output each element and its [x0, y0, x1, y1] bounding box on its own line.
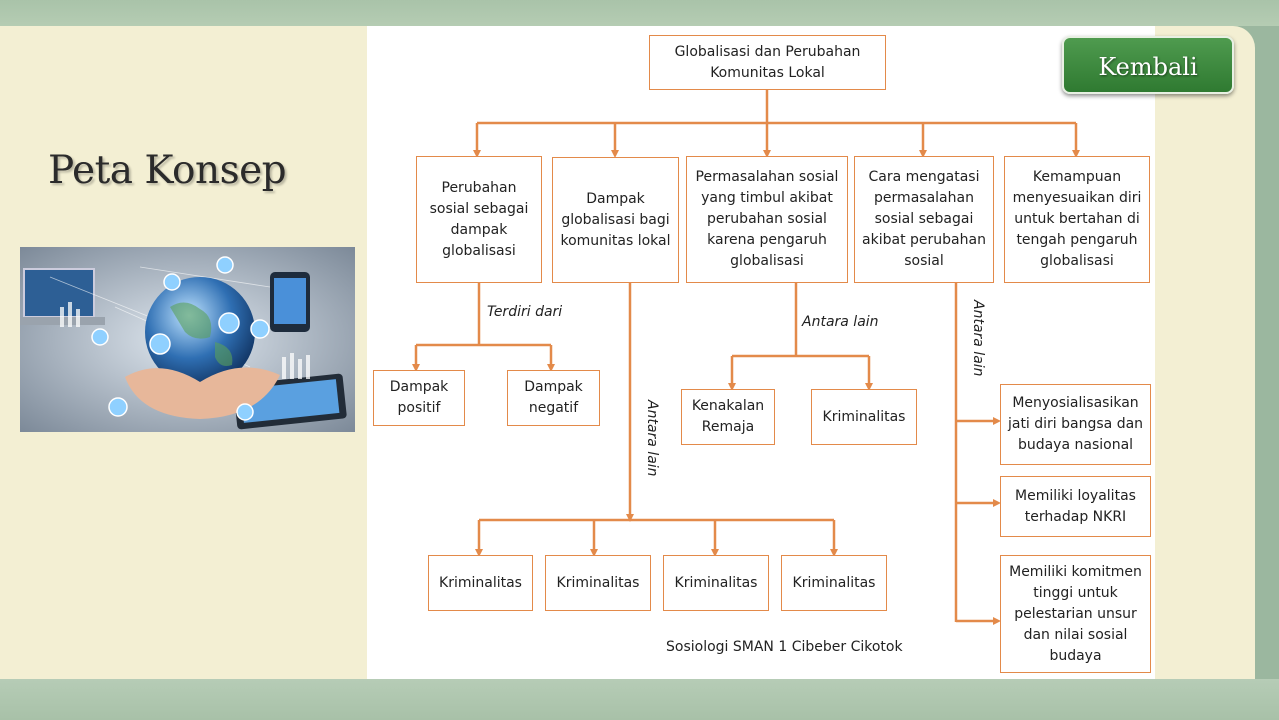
node-kriminalitas-4: Kriminalitas: [781, 555, 887, 611]
background-top: [0, 0, 1279, 26]
label-terdiri-dari: Terdiri dari: [487, 304, 563, 320]
node-kriminalitas-2: Kriminalitas: [545, 555, 651, 611]
label-antara-lain-komunitas: Antara lain: [644, 400, 660, 477]
node-kriminalitas-3: Kriminalitas: [663, 555, 769, 611]
node-dampak-negatif: Dampak negatif: [507, 370, 600, 426]
node-menyosialisasikan: Menyosialisasikan jati diri bangsa dan b…: [1000, 384, 1151, 465]
background-bottom: [0, 679, 1279, 720]
node-dampak-globalisasi: Dampak globalisasi bagi komunitas lokal: [552, 157, 679, 283]
node-dampak-positif: Dampak positif: [373, 370, 465, 426]
node-root: Globalisasi dan Perubahan Komunitas Loka…: [649, 35, 886, 90]
node-loyalitas: Memiliki loyalitas terhadap NKRI: [1000, 476, 1151, 537]
node-kenakalan-remaja: Kenakalan Remaja: [681, 389, 775, 445]
node-perubahan-sosial: Perubahan sosial sebagai dampak globalis…: [416, 156, 542, 283]
node-komitmen: Memiliki komitmen tinggi untuk pelestari…: [1000, 555, 1151, 673]
globe-hands-image: [20, 247, 355, 432]
node-permasalahan-sosial: Permasalahan sosial yang timbul akibat p…: [686, 156, 848, 283]
node-kriminalitas-1: Kriminalitas: [428, 555, 533, 611]
label-antara-lain-cara: Antara lain: [970, 300, 986, 377]
node-kemampuan: Kemampuan menyesuaikan diri untuk bertah…: [1004, 156, 1150, 283]
label-antara-lain-permasalahan: Antara lain: [802, 314, 879, 330]
slide-title: Peta Konsep: [48, 148, 287, 193]
node-kriminalitas-permasalahan: Kriminalitas: [811, 389, 917, 445]
node-cara-mengatasi: Cara mengatasi permasalahan sosial sebag…: [854, 156, 994, 283]
credit-text: Sosiologi SMAN 1 Cibeber Cikotok: [666, 639, 903, 655]
kembali-button[interactable]: Kembali: [1062, 36, 1234, 94]
